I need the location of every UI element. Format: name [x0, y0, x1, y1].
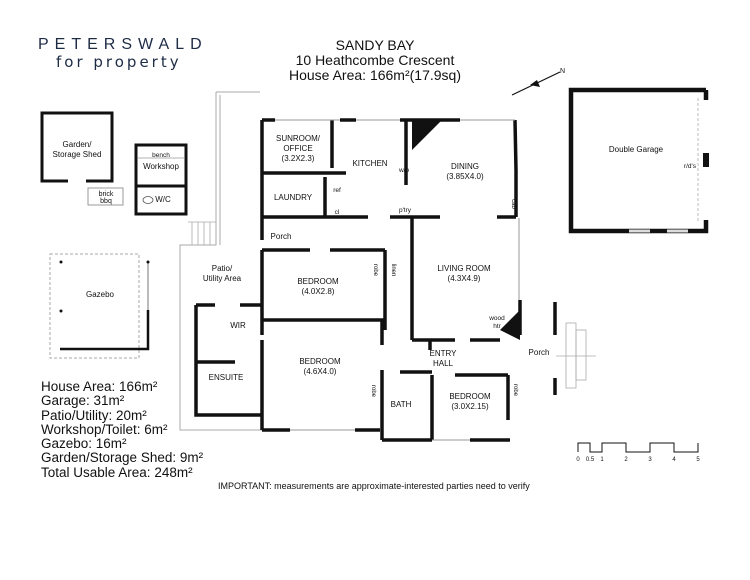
svg-text:(4.0X2.8): (4.0X2.8) [302, 287, 335, 296]
svg-text:robe: robe [512, 384, 518, 397]
area-line: Patio/Utility: 20m² [41, 407, 147, 423]
svg-text:Patio/: Patio/ [212, 264, 233, 273]
area-line: Garage: 31m² [41, 393, 125, 409]
svg-text:robe: robe [372, 264, 378, 277]
svg-text:LAUNDRY: LAUNDRY [274, 193, 313, 202]
svg-text:bench: bench [152, 152, 170, 159]
wood-heater-hearth [500, 310, 520, 340]
svg-text:KITCHEN: KITCHEN [352, 159, 387, 168]
measurement-disclaimer: IMPORTANT: measurements are approximate-… [218, 481, 530, 491]
brand-name: PETERSWALD [38, 36, 208, 53]
svg-text:ref: ref [333, 187, 341, 194]
svg-text:robe: robe [370, 385, 376, 398]
svg-text:Double Garage: Double Garage [609, 145, 664, 154]
house-area-heading: House Area: 166m²(17.9sq) [289, 67, 461, 83]
svg-text:(4.6X4.0): (4.6X4.0) [304, 367, 337, 376]
patio-outline: Patio/ Utility Area [179, 91, 262, 431]
area-line: House Area: 166m² [41, 379, 158, 394]
north-arrow-icon: N [511, 68, 565, 96]
svg-text:BATH: BATH [391, 400, 412, 409]
property-title: SANDY BAY 10 Heathcombe Crescent House A… [270, 38, 480, 83]
svg-text:N: N [560, 68, 565, 75]
svg-text:(3.2X2.3): (3.2X2.3) [282, 154, 315, 163]
address: 10 Heathcombe Crescent [295, 52, 455, 68]
area-line: Workshop/Toilet: 6m² [41, 421, 168, 437]
svg-text:W/C: W/C [155, 195, 171, 204]
house-walls [194, 118, 557, 442]
svg-text:bbq: bbq [100, 198, 112, 205]
room-labels: SUNROOM/ OFFICE (3.2X2.3) KITCHEN DINING… [209, 134, 550, 411]
workshop-wc: bench Workshop W/C [134, 143, 188, 216]
svg-text:Storage Shed: Storage Shed [53, 150, 102, 159]
svg-text:brick: brick [99, 191, 114, 198]
svg-text:Workshop: Workshop [143, 162, 179, 171]
svg-text:ENTRY: ENTRY [430, 349, 458, 358]
garden-shed: Garden/ Storage Shed [40, 111, 114, 183]
svg-text:(4.3X4.9): (4.3X4.9) [448, 274, 481, 283]
svg-text:HALL: HALL [433, 359, 454, 368]
svg-text:SUNROOM/: SUNROOM/ [276, 134, 321, 143]
svg-text:1: 1 [600, 457, 604, 463]
svg-text:Porch: Porch [529, 348, 550, 357]
svg-text:OFFICE: OFFICE [283, 144, 312, 153]
svg-text:wood: wood [488, 315, 505, 322]
brand-logo: PETERSWALD for property [38, 36, 208, 71]
svg-text:DINING: DINING [451, 162, 479, 171]
gazebo: Gazebo [49, 253, 150, 359]
area-line: Total Usable Area: 248m² [41, 464, 193, 480]
area-summary: House Area: 166m² Garage: 31m² Patio/Uti… [41, 379, 204, 480]
windows [275, 119, 520, 441]
brand-tagline: for property [56, 53, 182, 71]
svg-text:linen: linen [390, 264, 396, 277]
svg-text:htr: htr [493, 323, 501, 330]
suburb: SANDY BAY [335, 37, 415, 53]
svg-text:BEDROOM: BEDROOM [297, 277, 339, 286]
svg-text:3: 3 [648, 457, 652, 463]
svg-text:BEDROOM: BEDROOM [299, 357, 341, 366]
svg-text:ENSUITE: ENSUITE [209, 373, 244, 382]
kitchen-corner [412, 120, 442, 150]
area-line: Gazebo: 16m² [41, 436, 127, 452]
svg-text:Gazebo: Gazebo [86, 290, 115, 299]
svg-text:(3.85X4.0): (3.85X4.0) [446, 172, 484, 181]
svg-text:2: 2 [624, 457, 628, 463]
svg-text:p'try: p'try [399, 207, 412, 214]
scale-bar: 0 0.5 1 2 3 4 5 [576, 442, 700, 463]
svg-text:5: 5 [696, 457, 700, 463]
area-line: Garden/Storage Shed: 9m² [41, 450, 204, 466]
svg-text:LIVING ROOM: LIVING ROOM [437, 264, 491, 273]
svg-text:Utility Area: Utility Area [203, 274, 242, 283]
svg-text:r/d's: r/d's [684, 163, 697, 170]
svg-text:cab: cab [510, 199, 516, 209]
svg-text:Porch: Porch [271, 232, 292, 241]
svg-text:0: 0 [576, 457, 580, 463]
svg-text:w/o: w/o [398, 167, 410, 174]
svg-text:(3.0X2.15): (3.0X2.15) [451, 402, 489, 411]
svg-text:cl: cl [335, 209, 340, 216]
fixture-labels: ref cl w/o p'try cab robe linen robe rob… [333, 167, 518, 398]
front-steps [556, 322, 596, 389]
double-garage: Double Garage r/d's [568, 87, 709, 234]
svg-text:0.5: 0.5 [586, 457, 595, 463]
svg-text:Garden/: Garden/ [63, 140, 93, 149]
svg-text:BEDROOM: BEDROOM [449, 392, 491, 401]
brick-bbq: brick bbq [87, 187, 124, 206]
svg-text:WIR: WIR [230, 321, 246, 330]
svg-text:4: 4 [672, 457, 676, 463]
